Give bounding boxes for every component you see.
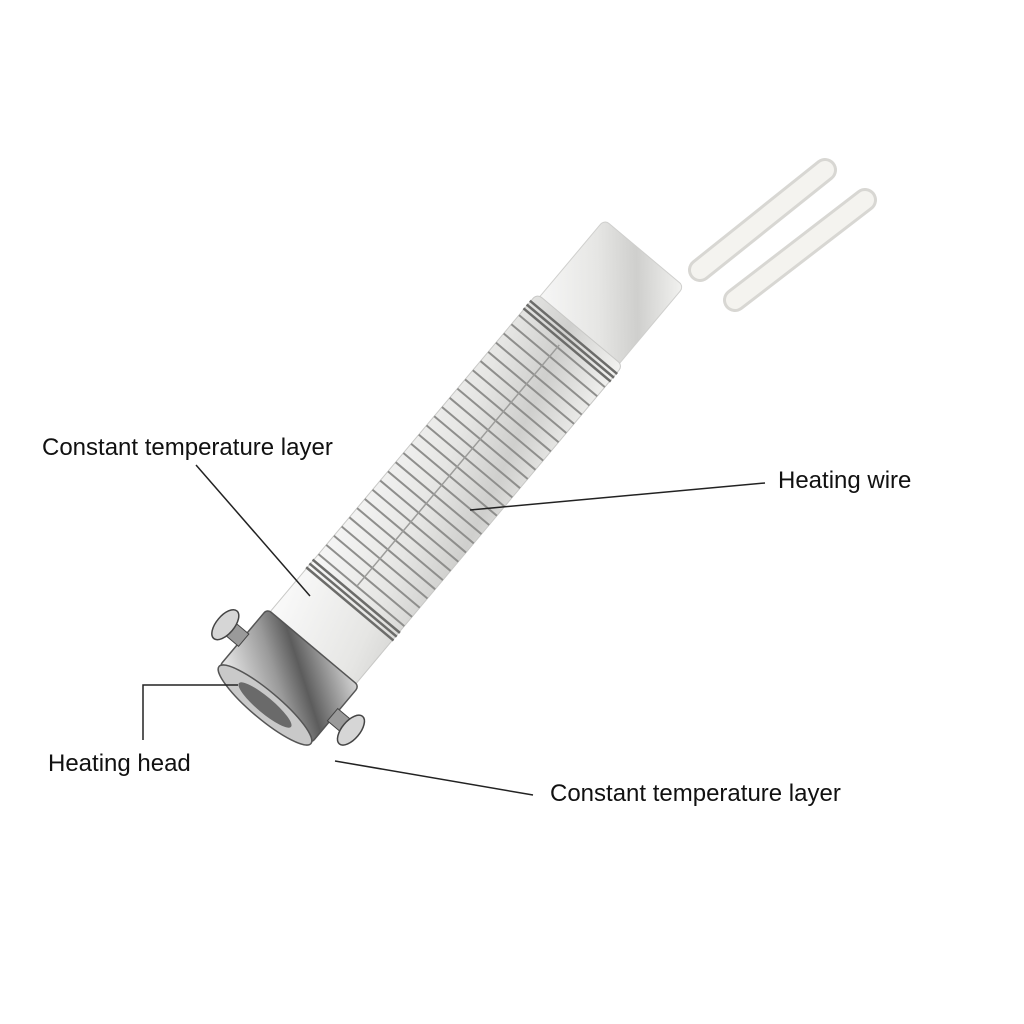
screw-bottom: [326, 707, 366, 746]
label-heating-wire: Heating wire: [778, 467, 912, 494]
leader-top-left: [195, 464, 311, 597]
screw-top: [211, 609, 250, 647]
label-constant-temperature-layer-bottom: Constant temperature layer: [550, 780, 841, 807]
heating-wire-coils: [317, 314, 606, 627]
leader-heating-head: [142, 684, 238, 740]
lead-wires: [688, 158, 877, 312]
leader-lines: [142, 464, 766, 796]
label-constant-temperature-layer-top: Constant temperature layer: [42, 434, 333, 461]
leader-bottom-right: [334, 760, 534, 796]
leader-heating-wire: [469, 482, 766, 511]
heating-head: [211, 609, 366, 746]
label-heating-head: Heating head: [48, 750, 191, 777]
ceramic-body: [211, 221, 683, 746]
